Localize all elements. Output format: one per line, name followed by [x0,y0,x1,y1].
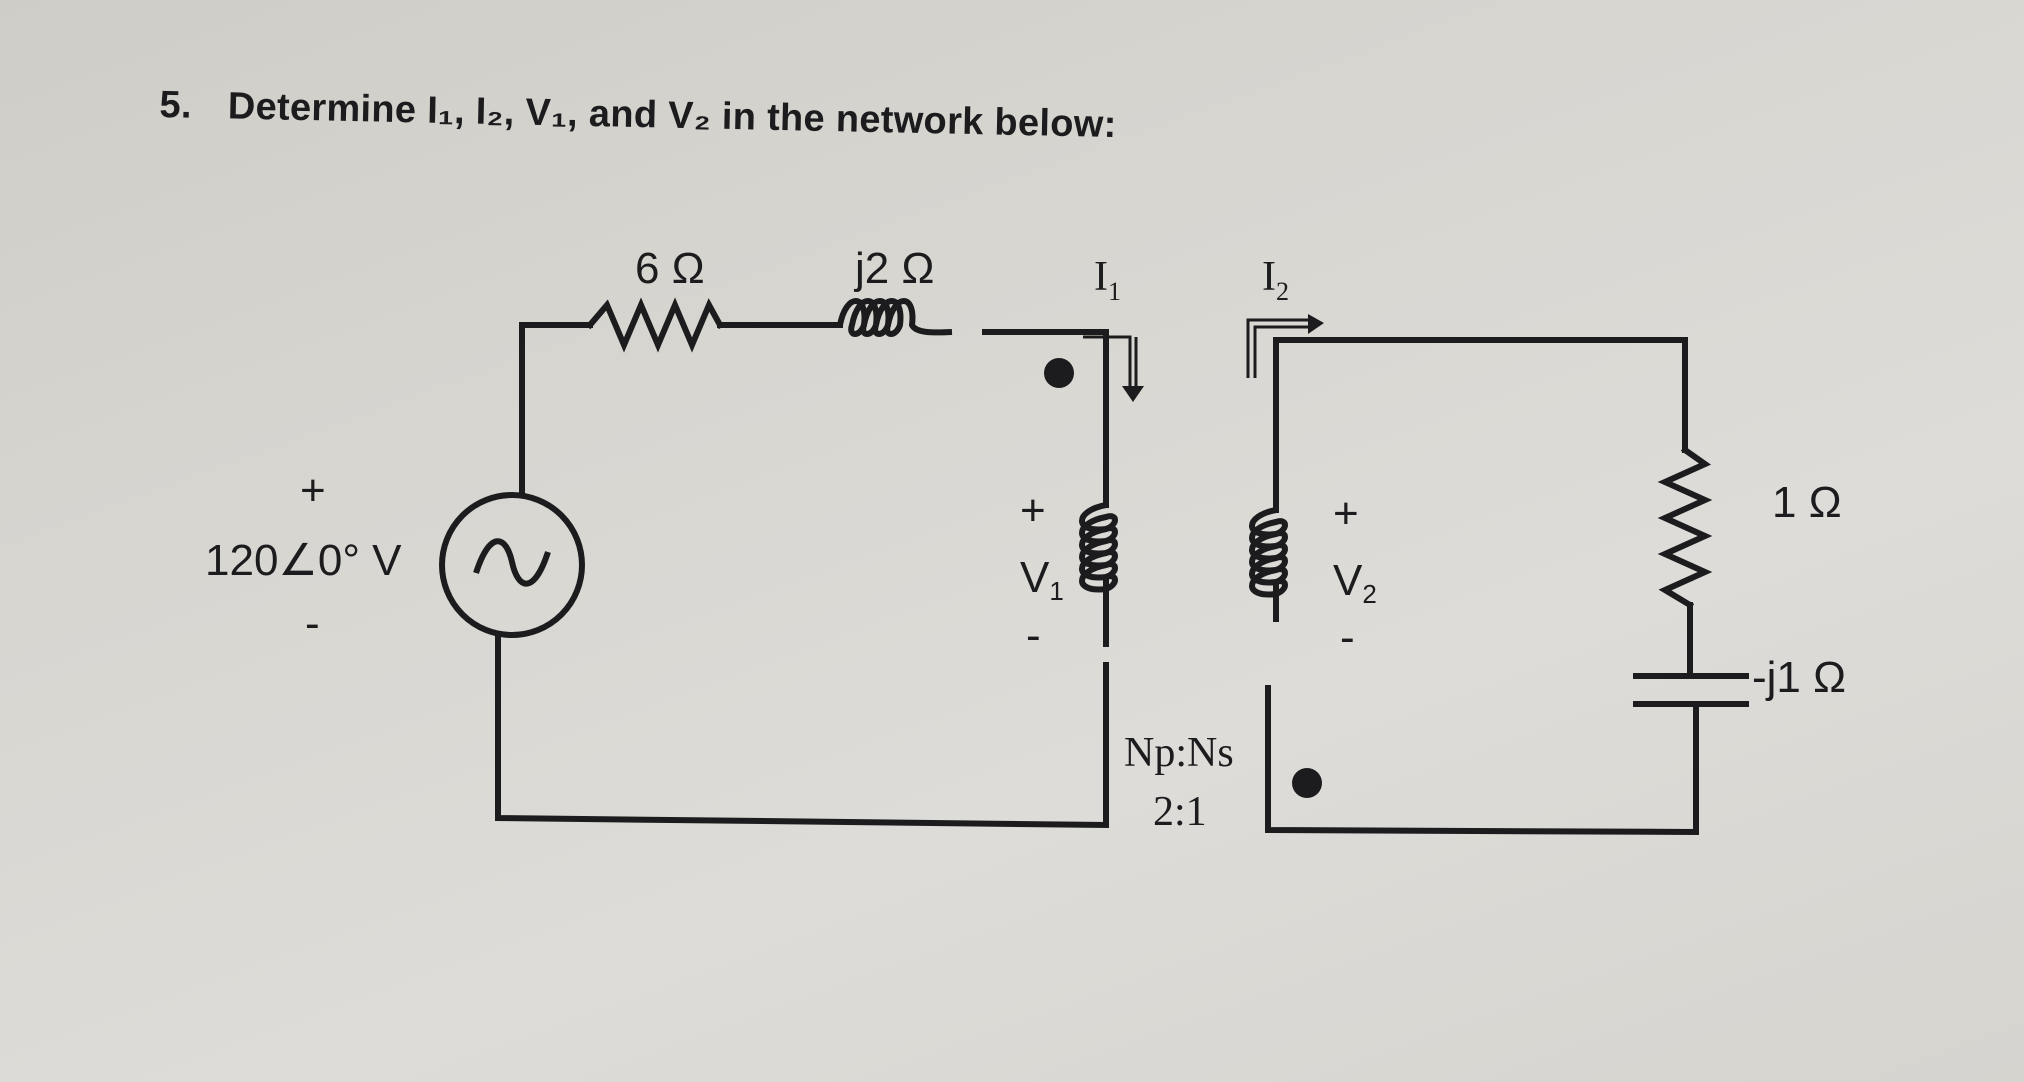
v2-minus-sign: - [1340,613,1355,662]
secondary-winding [1249,507,1288,622]
primary-polarity-dot [1044,358,1074,388]
series-inductor [837,298,953,337]
load-capacitor [1633,673,1749,707]
v1-minus-sign: - [1026,611,1041,660]
v1-label: V1 [1020,553,1064,606]
load-capacitor-label: -j1 Ω [1752,653,1846,702]
load-resistor-label: 1 Ω [1772,478,1842,527]
series-inductor-label: j2 Ω [853,244,934,293]
source-circle [439,492,585,638]
current-2-arrow [1246,314,1324,378]
turns-ratio-value: 2:1 [1153,789,1207,835]
source-minus-sign: - [305,599,320,648]
sine-wave-icon [473,538,551,587]
current-1-label: I1 [1094,254,1121,306]
primary-wires [495,322,1109,829]
turns-ratio-label: Np:Ns [1124,730,1234,776]
ac-source [439,492,585,638]
series-resistor [585,297,725,353]
secondary-wires [1265,337,1699,836]
load-resistor [1657,445,1713,610]
primary-winding [1079,502,1118,647]
secondary-polarity-dot [1292,768,1322,798]
current-2-label: I2 [1262,254,1289,306]
v2-label: V2 [1333,556,1377,609]
source-value-label: 120∠0° V [205,536,402,585]
v2-plus-sign: + [1333,489,1359,538]
v1-plus-sign: + [1020,486,1046,535]
series-resistor-label: 6 Ω [635,244,705,293]
current-1-arrow [1083,335,1144,402]
source-plus-sign: + [300,466,326,515]
